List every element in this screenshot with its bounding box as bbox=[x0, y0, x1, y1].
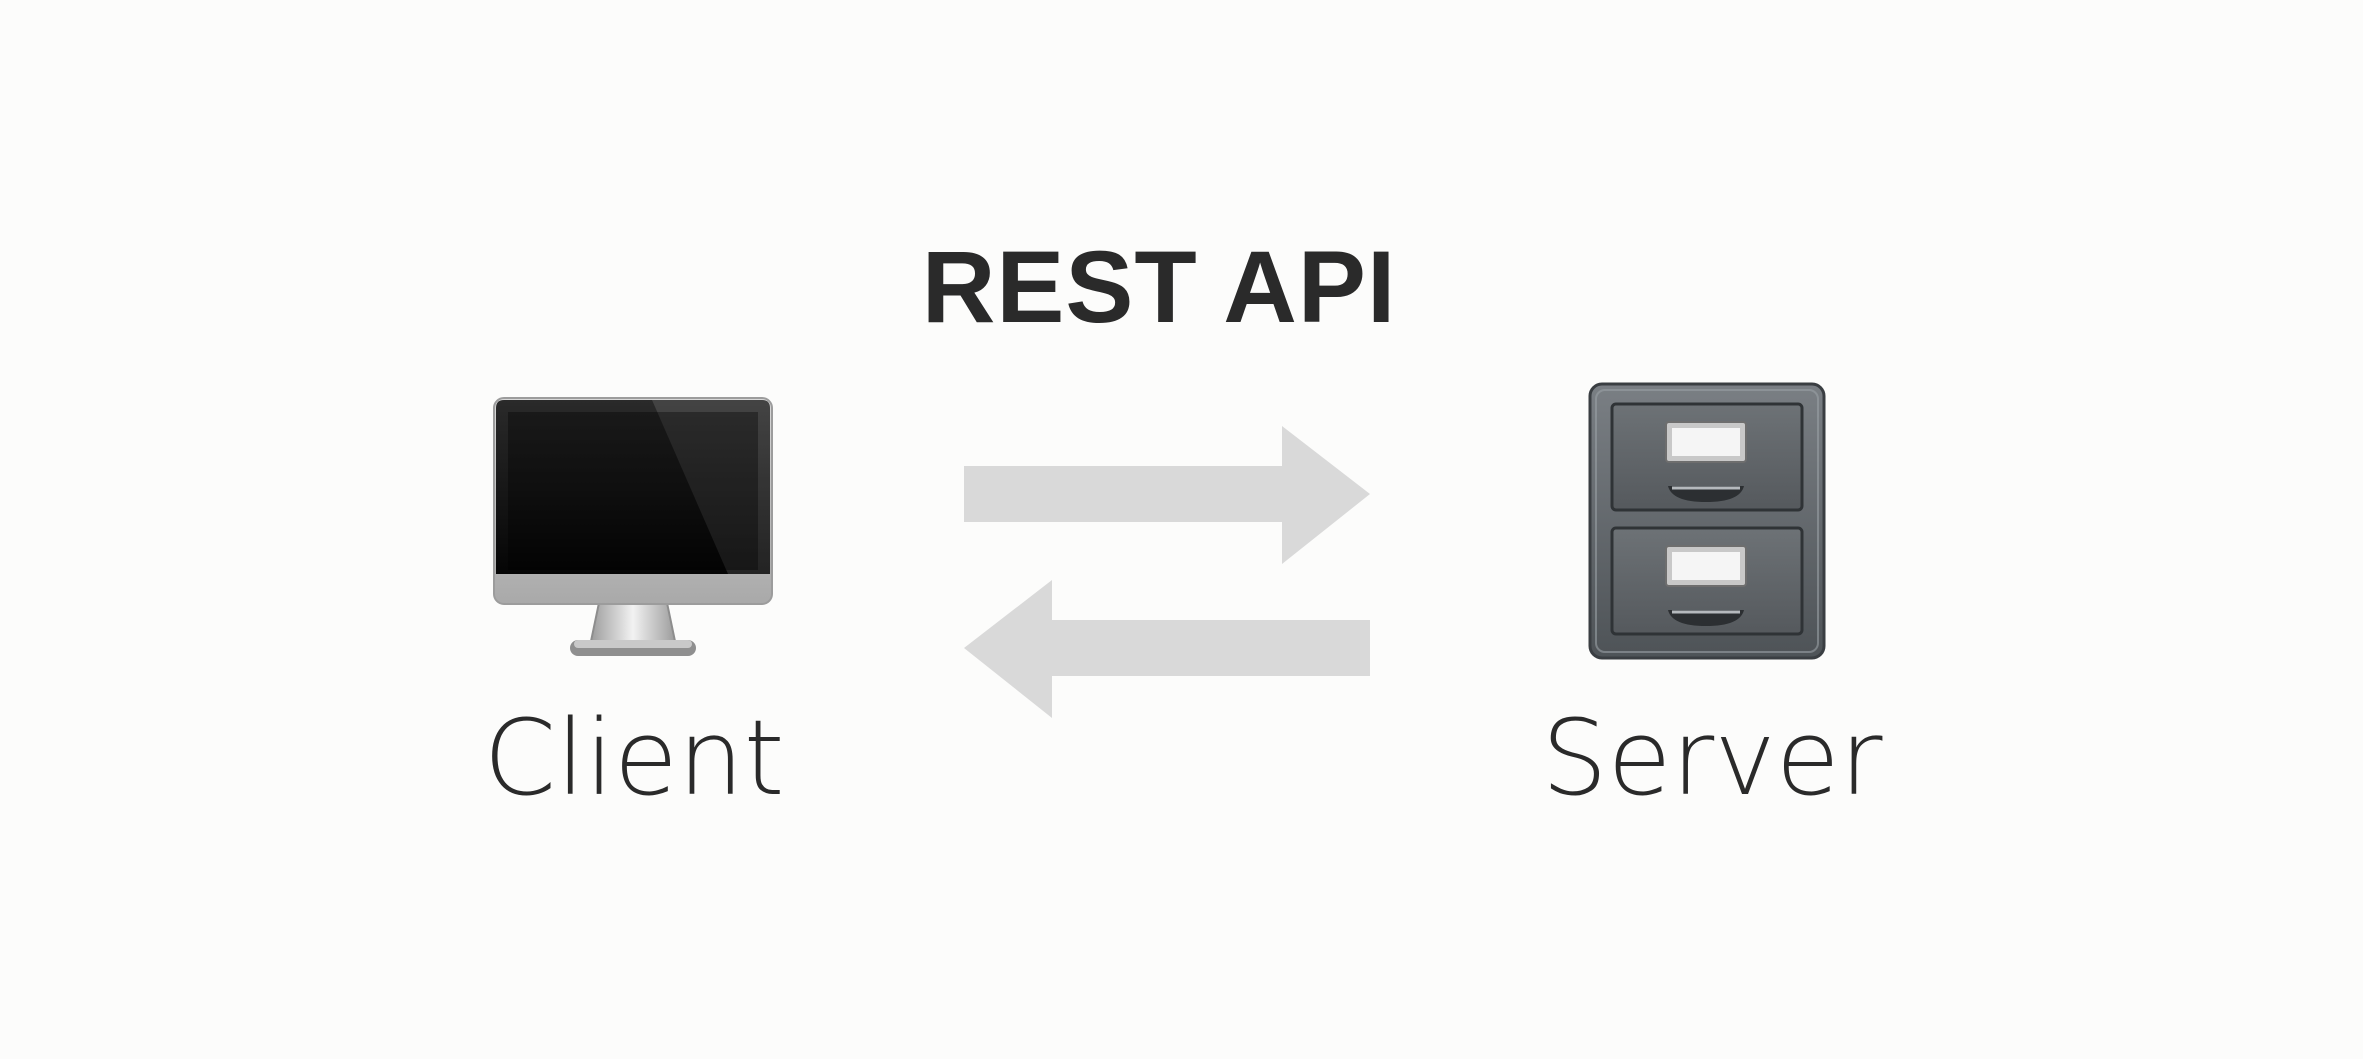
arrow-client-to-server bbox=[964, 426, 1370, 564]
diagram-title: REST API bbox=[921, 230, 1397, 344]
desktop-computer-icon bbox=[493, 397, 773, 656]
file-cabinet-icon bbox=[1588, 382, 1826, 660]
client-label: Client bbox=[483, 697, 785, 819]
arrow-server-to-client bbox=[964, 580, 1370, 718]
server-label: Server bbox=[1541, 697, 1883, 819]
